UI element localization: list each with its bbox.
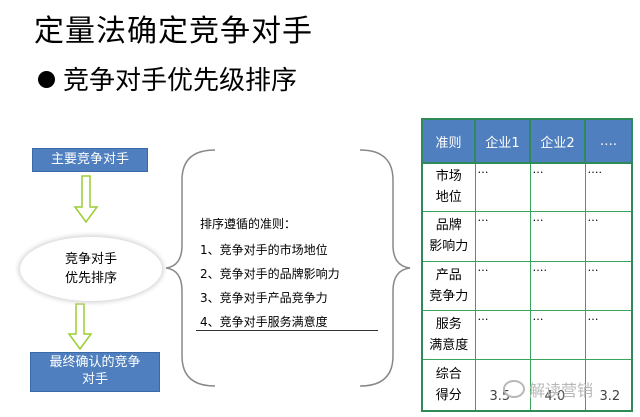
wechat-icon [503,380,525,398]
final-competitors-box: 最终确认的竞争 对手 [30,352,160,392]
final-line2: 对手 [81,372,108,387]
watermark-text: 解读营销 [529,381,594,400]
row-label: 产品竞争力 [421,260,476,311]
right-brace [359,149,411,387]
header-cell: 准则 [421,118,476,164]
table-cell: … [529,210,586,262]
table-row: 品牌影响力 … … … [421,210,633,262]
table-row: 产品竞争力 … …. … [421,260,633,311]
table-cell: … [474,162,531,212]
row-label: 市场地位 [421,162,476,212]
table-cell: … [474,260,531,311]
left-brace [165,149,216,387]
subtitle-text: 竞争对手优先级排序 [63,66,298,96]
criteria-item: 1、竞争对手的市场地位 [200,243,328,257]
criteria-item: 4、竞争对手服务满意度 [200,315,328,329]
ellipse-line2: 优先排序 [64,271,117,286]
priority-ellipse: 竞争对手 优先排序 [20,237,162,301]
down-arrow-icon [73,175,99,224]
row-label: 服务满意度 [421,309,476,360]
table-cell: … [474,210,531,262]
watermark: 解读营销 [503,377,593,401]
header-cell: 企业1 [474,118,531,164]
criteria-list: 排序遵循的准则： 1、竞争对手的市场地位 2、竞争对手的品牌影响力 3、竞争对手… [200,212,340,334]
table-row: 综合得分 3.5 4.0 3.2 [421,358,633,412]
criteria-item: 3、竞争对手产品竞争力 [200,291,328,305]
criteria-item: 2、竞争对手的品牌影响力 [200,267,340,281]
table-cell: …. [584,162,633,212]
criteria-underline [196,330,378,331]
bullet-icon [38,71,55,88]
table-cell: …. [529,260,586,311]
table-row: 市场地位 … … …. [421,162,633,212]
table-cell: … [584,260,633,311]
table-cell: … [529,162,586,212]
score-cell: 3.2 [584,358,633,412]
page-title: 定量法确定竞争对手 [34,14,313,49]
main-competitors-box: 主要竞争对手 [32,148,148,172]
ellipse-line1: 竞争对手 [64,251,117,267]
row-label: 综合得分 [421,358,476,412]
table-header-row: 准则 企业1 企业2 …. [421,118,633,164]
down-arrow-icon [67,303,93,351]
final-line1: 最终确认的竞争 [49,355,141,371]
table-cell: … [474,309,531,360]
header-cell: …. [584,118,633,164]
table-row: 服务满意度 … … … [421,309,633,360]
ranking-table: 准则 企业1 企业2 …. 市场地位 … … …. 品牌影响力 … … … 产品… [421,118,633,412]
row-label: 品牌影响力 [421,210,476,262]
table-cell: … [584,309,633,360]
criteria-heading: 排序遵循的准则： [200,217,297,231]
header-cell: 企业2 [529,118,586,164]
score-cell: 4.0 [529,358,586,412]
table-cell: … [529,309,586,360]
table-cell: … [584,210,633,262]
subtitle: 竞争对手优先级排序 [38,60,297,97]
